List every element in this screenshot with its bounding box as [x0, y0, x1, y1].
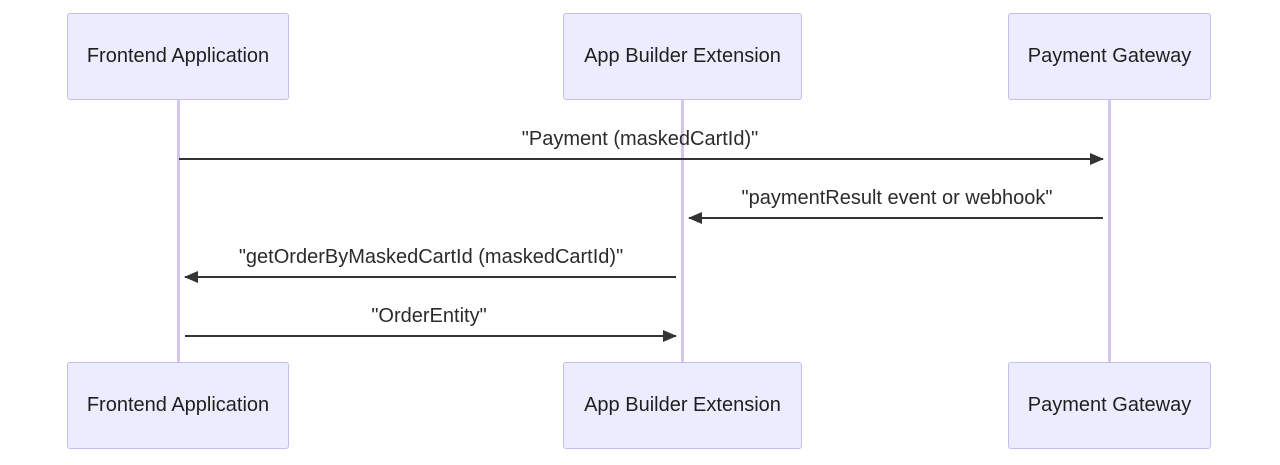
- message-label-3: "getOrderByMaskedCartId (maskedCartId)": [238, 246, 624, 268]
- message-label-1: "Payment (maskedCartId)": [521, 128, 759, 150]
- actor-frontend-top: Frontend Application: [67, 13, 289, 100]
- actor-frontend-bottom: Frontend Application: [67, 362, 289, 449]
- actor-extension-top: App Builder Extension: [563, 13, 802, 100]
- actor-extension-bottom: App Builder Extension: [563, 362, 802, 449]
- actor-gateway-bottom: Payment Gateway: [1008, 362, 1211, 449]
- lifeline-extension: [680, 100, 684, 362]
- actor-gateway-top: Payment Gateway: [1008, 13, 1211, 100]
- message-label-4: "OrderEntity": [371, 305, 487, 327]
- message-label-2: "paymentResult event or webhook": [741, 187, 1053, 209]
- lifeline-frontend: [176, 100, 180, 362]
- lifeline-gateway: [1107, 100, 1111, 362]
